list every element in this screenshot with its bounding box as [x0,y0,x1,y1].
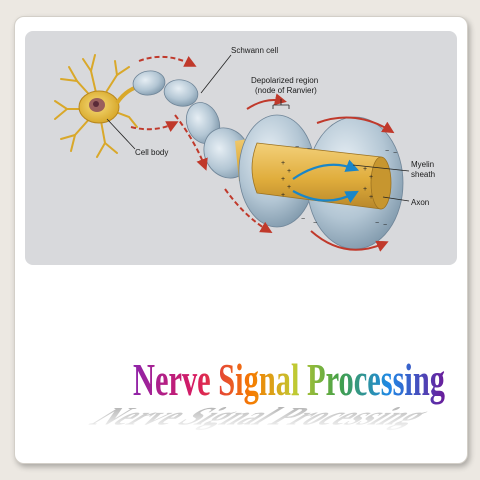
svg-text:+: + [369,174,373,181]
title-text: Nerve Signal Processing [133,354,445,405]
label-myelin: Myelin [411,160,434,169]
svg-text:−: − [383,222,387,229]
neuron-illustration: +++ ++ +++ + −− −− −− −− [54,46,435,252]
label-sheath: sheath [411,170,435,179]
svg-text:+: + [287,168,291,175]
label-cell-body: Cell body [135,148,168,157]
label-depolarized-region: Depolarized region [251,76,318,85]
svg-text:+: + [281,176,285,183]
label-node-of-ranvier: (node of Ranvier) [255,86,317,95]
signal-arrows-outer [246,93,395,252]
signal-arrows [130,55,273,234]
svg-text:−: − [313,220,317,227]
label-axon: Axon [411,198,429,207]
svg-text:+: + [281,192,285,199]
svg-text:−: − [393,150,397,157]
neuron-diagram: +++ ++ +++ + −− −− −− −− [25,31,457,265]
svg-text:−: − [295,144,299,151]
cell-body [54,54,138,158]
current-arrows [292,159,360,203]
svg-text:−: − [385,148,389,155]
svg-text:+: + [369,194,373,201]
svg-text:+: + [281,160,285,167]
slide-title: Nerve Signal Processing Nerve Signal Pro… [78,354,445,430]
slide: +++ ++ +++ + −− −− −− −− [14,16,468,464]
charge-symbols: +++ ++ +++ + −− −− −− −− [281,144,397,229]
svg-text:+: + [363,166,367,173]
svg-text:−: − [375,220,379,227]
label-schwann-cell: Schwann cell [231,46,278,55]
title-shadow: Nerve Signal Processing [78,402,444,430]
svg-text:+: + [287,184,291,191]
leader-lines [106,54,410,202]
svg-text:−: − [307,146,311,153]
svg-text:+: + [363,186,367,193]
svg-text:−: − [301,216,305,223]
axon-hillock [115,85,138,105]
